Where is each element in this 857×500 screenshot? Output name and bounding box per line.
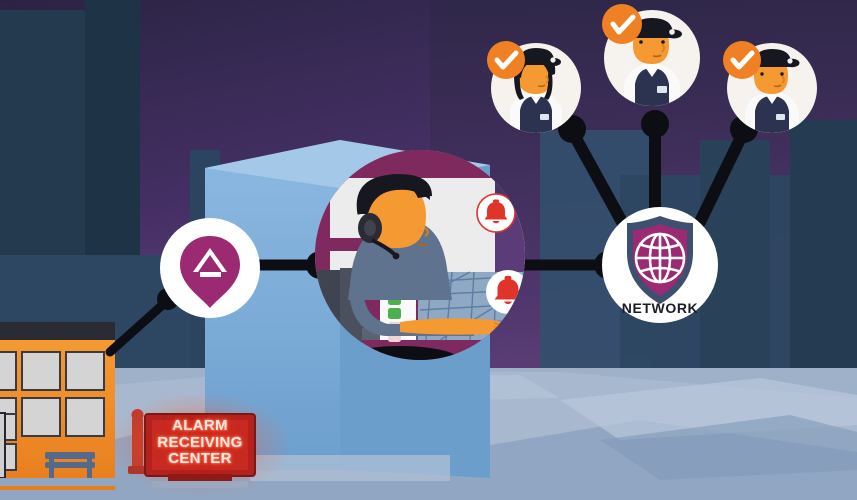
check-badge-icon	[602, 4, 642, 44]
network-label: NETWORK	[621, 300, 699, 316]
check-badge-icon	[723, 41, 761, 79]
guard-right-node[interactable]	[723, 41, 817, 135]
map-pin-logo-icon	[180, 236, 240, 308]
connector-lines	[105, 122, 749, 357]
node-guard-center	[641, 110, 669, 138]
guard-left-node[interactable]	[487, 41, 581, 134]
logo-node[interactable]	[160, 218, 260, 318]
alarm-receiving-center-sign	[108, 392, 292, 496]
check-badge-icon	[487, 41, 525, 79]
shield-globe-icon	[627, 216, 693, 304]
alarm-bell-icon-top	[476, 193, 516, 233]
network-node[interactable]	[602, 207, 718, 323]
bench-icon	[45, 452, 95, 481]
guard-center-node[interactable]	[602, 4, 700, 110]
